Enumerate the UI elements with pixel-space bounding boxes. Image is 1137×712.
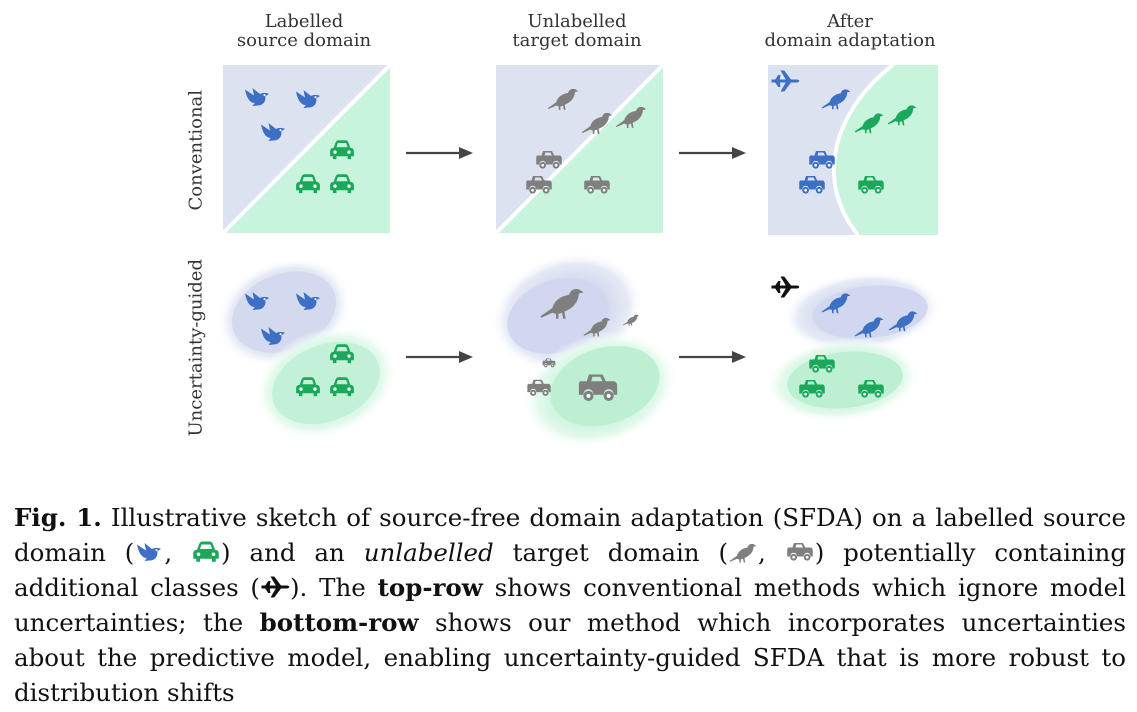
caption-text: , xyxy=(758,538,785,567)
header-line: Labelled xyxy=(264,11,344,32)
caption-text: shows conventional methods which ignore … xyxy=(14,573,1127,637)
bird-icon xyxy=(728,539,758,565)
caption-text: target domain ( xyxy=(493,538,729,567)
arrow-icon xyxy=(406,351,473,363)
header-line: After xyxy=(827,11,873,32)
plane-icon xyxy=(260,574,290,600)
panel-after-conventional xyxy=(768,63,938,237)
sfda-diagram xyxy=(216,63,942,449)
header-line: source domain xyxy=(236,30,372,51)
panel-target-uncertainty xyxy=(490,251,679,449)
caption-text: Illustrative sketch of source-free domai… xyxy=(14,503,1127,567)
caption-emphasis: unlabelled xyxy=(363,538,494,567)
panel-source-conventional xyxy=(221,63,392,235)
caption-bold: bottom-row xyxy=(259,608,419,637)
figure-number: Fig. 1. xyxy=(14,503,102,532)
header-after-adaptation: After domain adaptation xyxy=(740,12,960,50)
caption-text: , xyxy=(164,538,192,567)
caption-text: ). The xyxy=(290,573,378,602)
header-line: target domain xyxy=(512,30,642,51)
car-icon xyxy=(785,539,815,565)
caption-bold: top-row xyxy=(377,573,483,602)
header-labelled-source: Labelled source domain xyxy=(194,12,414,50)
panel-target-conventional xyxy=(494,63,665,235)
caption-text: ) potentially containing additional clas… xyxy=(14,538,1127,602)
arrow-icon xyxy=(679,147,746,159)
panel-source-uncertainty xyxy=(216,257,398,441)
bird-icon xyxy=(134,539,164,565)
caption-text: ) and an xyxy=(221,538,364,567)
header-unlabelled-target: Unlabelled target domain xyxy=(467,12,687,50)
header-line: domain adaptation xyxy=(764,30,936,51)
figure-caption: Fig. 1. Illustrative sketch of source-fr… xyxy=(14,500,1126,710)
arrow-icon xyxy=(406,147,473,159)
plane-icon xyxy=(771,276,800,298)
caption-text: shows our method which incorporates unce… xyxy=(14,608,1126,707)
header-line: Unlabelled xyxy=(527,11,627,32)
panel-after-uncertainty xyxy=(765,271,942,423)
arrow-icon xyxy=(679,351,746,363)
car-icon xyxy=(191,539,221,565)
